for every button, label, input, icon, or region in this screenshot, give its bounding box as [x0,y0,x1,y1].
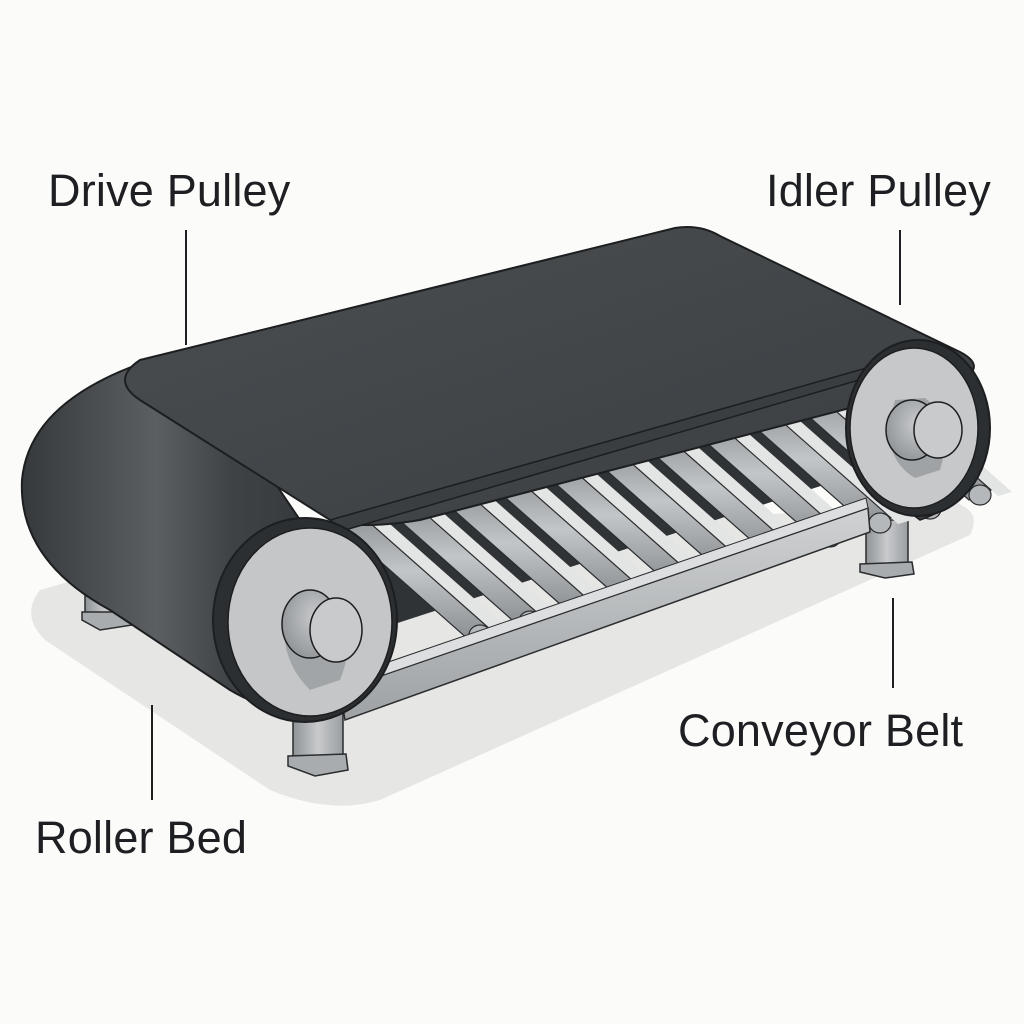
roller-gap [618,447,762,566]
roller-gap [368,517,512,636]
roller-end-cap [968,484,992,506]
idler-pulley [845,339,991,517]
roller-gap [468,489,612,608]
conveyor-belt-top [124,226,975,526]
roller-gap [518,475,662,594]
roller-end-cap [868,512,892,534]
roller-gap [718,419,862,538]
roller-gap [568,461,712,580]
drive-pulley [212,517,398,723]
label-drive-pulley: Drive Pulley [48,165,291,216]
label-idler-pulley: Idler Pulley [766,165,992,216]
label-conveyor-belt: Conveyor Belt [678,705,964,756]
roller-gap [418,503,562,622]
roller-gap [668,433,812,552]
label-roller-bed: Roller Bed [35,812,248,863]
